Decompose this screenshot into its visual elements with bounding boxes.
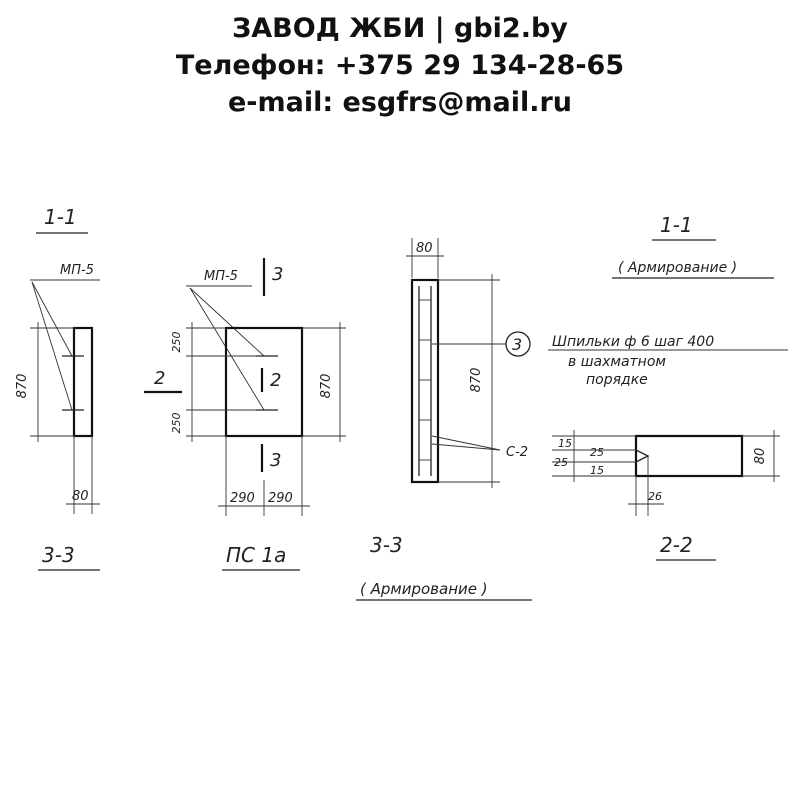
mp5-label: МП-5 bbox=[204, 269, 238, 284]
mp5-label: МП-5 bbox=[60, 263, 94, 278]
section-subtitle: ( Армирование ) bbox=[618, 260, 737, 276]
cut-label-3-bottom: 3 bbox=[270, 450, 281, 471]
header-line-phone: Телефон: +375 29 134-28-65 bbox=[175, 50, 625, 81]
cut-label-2-inner: 2 bbox=[270, 370, 281, 391]
note-line-3: порядке bbox=[586, 372, 648, 388]
panel-outline bbox=[224, 326, 304, 438]
dim-15-bottom: 15 bbox=[590, 464, 604, 477]
note-line-1: Шпильки ф 6 шаг 400 bbox=[552, 334, 714, 350]
cut-label-3-top: 3 bbox=[272, 264, 283, 285]
dim-26: 26 bbox=[648, 490, 662, 503]
c2-label: С-2 bbox=[506, 445, 528, 460]
height-dimension: 870 bbox=[319, 374, 334, 399]
dim-25-inner: 25 bbox=[590, 446, 604, 459]
height-dimension: 80 bbox=[753, 448, 768, 465]
leader-line bbox=[31, 281, 73, 411]
callout-circle bbox=[505, 331, 531, 357]
width-dim-left: 290 bbox=[230, 491, 255, 506]
dim-250-bottom: 250 bbox=[170, 413, 183, 434]
height-dimension: 870 bbox=[15, 374, 30, 399]
section-caption: 3-3 bbox=[42, 543, 75, 567]
leader-line bbox=[431, 443, 501, 451]
height-dimension: 870 bbox=[469, 368, 484, 393]
section-caption: 2-2 bbox=[660, 533, 693, 557]
section-caption: 3-3 bbox=[370, 533, 403, 557]
groove-profile bbox=[635, 449, 650, 463]
section-outline bbox=[634, 434, 744, 478]
header: ЗАВОД ЖБИ | gbi2.by Телефон: +375 29 134… bbox=[0, 10, 800, 121]
note-line-2: в шахматном bbox=[568, 354, 666, 370]
section-title: 1-1 bbox=[44, 205, 77, 229]
leader-line bbox=[31, 281, 73, 357]
panel-front-view: МП-5 3 2 2 3 250 250 870 290 290 ПС bbox=[144, 258, 346, 571]
dim-25-outer: 25 bbox=[554, 456, 568, 469]
width-dim-right: 290 bbox=[268, 491, 293, 506]
section-outline bbox=[72, 326, 94, 438]
cut-label-2-left: 2 bbox=[154, 368, 165, 389]
width-dimension: 80 bbox=[72, 489, 89, 504]
section-2-2: 15 25 25 15 80 26 2-2 bbox=[552, 430, 780, 561]
dim-15-top: 15 bbox=[558, 437, 572, 450]
header-line-email: e-mail: esgfrs@mail.ru bbox=[227, 87, 573, 118]
section-1-1-left: 1-1 МП-5 870 80 3-3 bbox=[15, 205, 100, 571]
panel-caption: ПС 1а bbox=[226, 543, 286, 567]
dim-250-top: 250 bbox=[170, 332, 183, 353]
section-subcaption: ( Армирование ) bbox=[360, 580, 488, 598]
leader-line bbox=[189, 287, 265, 357]
leader-line bbox=[431, 435, 501, 451]
section-title: 1-1 bbox=[660, 213, 693, 237]
header-line-company: ЗАВОД ЖБИ | gbi2.by bbox=[232, 13, 568, 44]
section-outline bbox=[410, 278, 440, 484]
section-1-1-right: 1-1 ( Армирование ) 3 Шпильки ф 6 шаг 40… bbox=[505, 213, 788, 460]
section-3-3-reinforcement: 80 870 3-3 ( Армирование ) bbox=[356, 238, 532, 601]
width-dimension: 80 bbox=[416, 241, 433, 256]
callout-number: 3 bbox=[512, 335, 522, 354]
